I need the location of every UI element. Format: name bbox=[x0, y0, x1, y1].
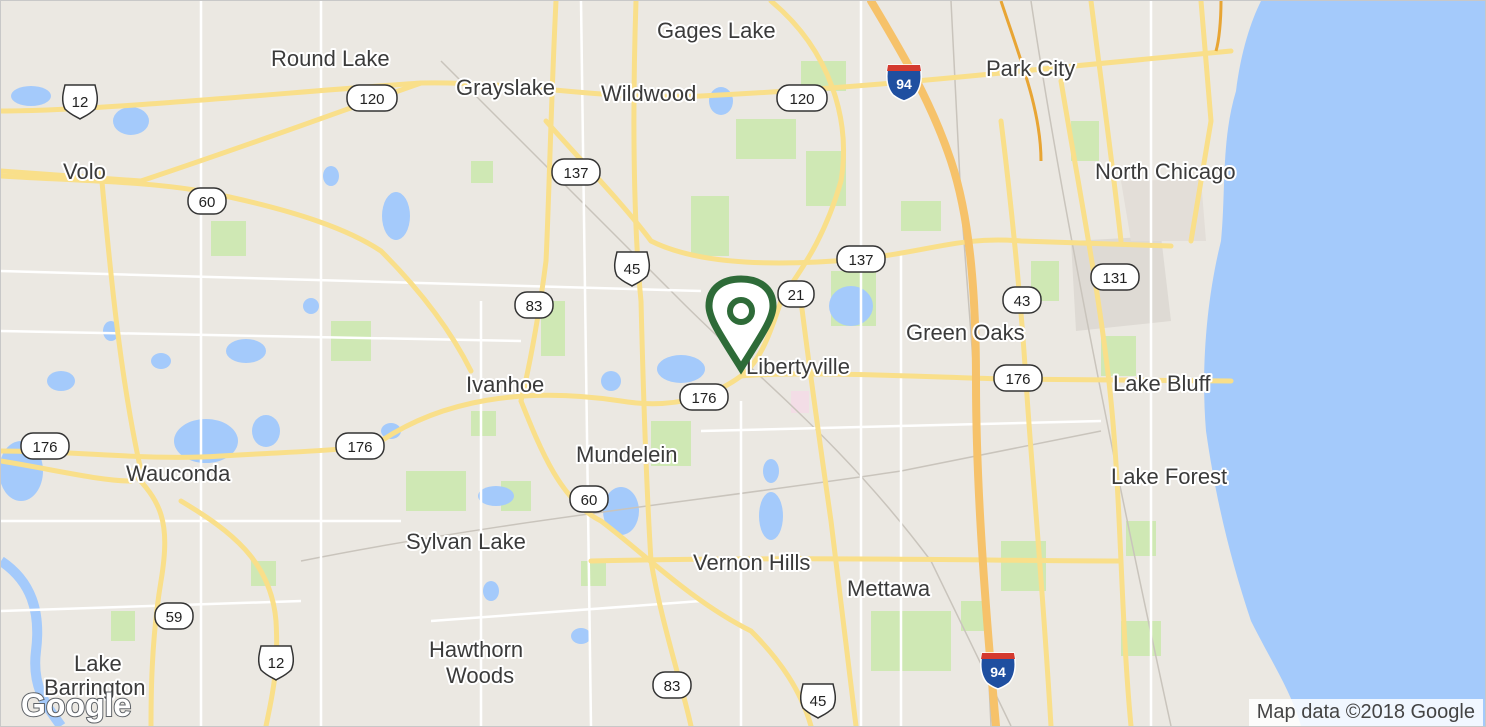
place-hawthorn[interactable]: Hawthorn bbox=[427, 635, 525, 664]
urban-area bbox=[1121, 179, 1206, 241]
place-wauconda[interactable]: Wauconda bbox=[124, 459, 233, 488]
state-shield-il43[interactable]: 43 bbox=[1002, 286, 1042, 314]
state-shield-il120-east[interactable]: 120 bbox=[776, 84, 828, 112]
svg-text:45: 45 bbox=[810, 693, 827, 710]
svg-text:120: 120 bbox=[789, 91, 814, 108]
place-grayslake[interactable]: Grayslake bbox=[454, 73, 557, 102]
state-shield-il21[interactable]: 21 bbox=[777, 280, 815, 308]
svg-text:176: 176 bbox=[691, 390, 716, 407]
state-shield-il83-south[interactable]: 83 bbox=[652, 671, 692, 699]
us-shield-us45-north[interactable]: 45 bbox=[613, 251, 651, 287]
place-sylvan-lake[interactable]: Sylvan Lake bbox=[404, 527, 528, 556]
place-mundelein[interactable]: Mundelein bbox=[574, 440, 680, 469]
svg-text:59: 59 bbox=[166, 609, 183, 626]
hospital-area bbox=[791, 391, 809, 413]
location-pin-icon[interactable] bbox=[705, 275, 777, 375]
svg-text:45: 45 bbox=[624, 261, 641, 278]
google-logo[interactable]: Google bbox=[20, 686, 132, 724]
place-lake-forest[interactable]: Lake Forest bbox=[1109, 462, 1229, 491]
svg-text:94: 94 bbox=[990, 664, 1006, 680]
state-shield-il60-west[interactable]: 60 bbox=[187, 187, 227, 215]
svg-text:131: 131 bbox=[1102, 270, 1127, 287]
place-park-city[interactable]: Park City bbox=[984, 54, 1077, 83]
place-lake[interactable]: Lake bbox=[72, 649, 124, 678]
route-shields: 120 120 137 137 60 83 21 43 bbox=[20, 64, 1140, 719]
svg-text:137: 137 bbox=[563, 165, 588, 182]
place-north-chicago[interactable]: North Chicago bbox=[1093, 157, 1238, 186]
us-shield-us45-south[interactable]: 45 bbox=[799, 683, 837, 719]
state-shield-il176-east[interactable]: 176 bbox=[993, 364, 1043, 392]
place-vernon-hills[interactable]: Vernon Hills bbox=[691, 548, 812, 577]
place-mettawa[interactable]: Mettawa bbox=[845, 574, 933, 603]
place-gages-lake[interactable]: Gages Lake bbox=[655, 16, 778, 45]
state-shield-il176-west[interactable]: 176 bbox=[20, 432, 70, 460]
svg-text:83: 83 bbox=[664, 678, 681, 695]
us-shield-us12-north[interactable]: 12 bbox=[61, 84, 99, 120]
interstate-shield-i94-north[interactable]: 94 bbox=[886, 64, 922, 102]
place-barrington[interactable]: Barrington bbox=[42, 673, 148, 702]
svg-text:60: 60 bbox=[199, 194, 216, 211]
svg-text:120: 120 bbox=[359, 91, 384, 108]
svg-text:137: 137 bbox=[848, 252, 873, 269]
state-shield-il59[interactable]: 59 bbox=[154, 602, 194, 630]
state-shield-il176-center[interactable]: 176 bbox=[679, 383, 729, 411]
state-shield-il176-mid[interactable]: 176 bbox=[335, 432, 385, 460]
svg-text:12: 12 bbox=[72, 94, 89, 111]
state-shield-il137-west[interactable]: 137 bbox=[551, 158, 601, 186]
us-shield-us12-south[interactable]: 12 bbox=[257, 645, 295, 681]
place-wildwood[interactable]: Wildwood bbox=[599, 79, 698, 108]
fox-river bbox=[1, 556, 66, 726]
interstate-94-center bbox=[999, 1, 1223, 162]
place-lake-bluff[interactable]: Lake Bluff bbox=[1111, 369, 1213, 398]
place-volo[interactable]: Volo bbox=[61, 157, 108, 186]
lake-michigan bbox=[1204, 1, 1485, 726]
state-shield-il131[interactable]: 131 bbox=[1090, 263, 1140, 291]
state-shield-il120-west[interactable]: 120 bbox=[346, 84, 398, 112]
place-ivanhoe[interactable]: Ivanhoe bbox=[464, 370, 546, 399]
svg-text:176: 176 bbox=[1005, 371, 1030, 388]
place-round-lake[interactable]: Round Lake bbox=[269, 44, 392, 73]
svg-text:21: 21 bbox=[788, 287, 805, 304]
svg-text:94: 94 bbox=[896, 76, 912, 92]
state-shield-il137-east[interactable]: 137 bbox=[836, 245, 886, 273]
svg-text:83: 83 bbox=[526, 298, 543, 315]
parks bbox=[111, 61, 1161, 671]
interstate-94 bbox=[867, 1, 1000, 726]
place-green-oaks[interactable]: Green Oaks bbox=[904, 318, 1027, 347]
svg-text:43: 43 bbox=[1014, 293, 1031, 310]
place-libertyville[interactable]: Libertyville bbox=[744, 352, 852, 381]
svg-text:60: 60 bbox=[581, 492, 598, 509]
svg-text:176: 176 bbox=[32, 439, 57, 456]
local-roads bbox=[1, 1, 1153, 726]
place-woods[interactable]: Woods bbox=[444, 661, 516, 690]
state-shield-il83-north[interactable]: 83 bbox=[514, 291, 554, 319]
state-shield-il60-south[interactable]: 60 bbox=[569, 485, 609, 513]
svg-text:12: 12 bbox=[268, 655, 285, 672]
interstate-shield-i94-south[interactable]: 94 bbox=[980, 652, 1016, 690]
svg-text:176: 176 bbox=[347, 439, 372, 456]
map-attribution[interactable]: Map data ©2018 Google bbox=[1248, 699, 1483, 726]
